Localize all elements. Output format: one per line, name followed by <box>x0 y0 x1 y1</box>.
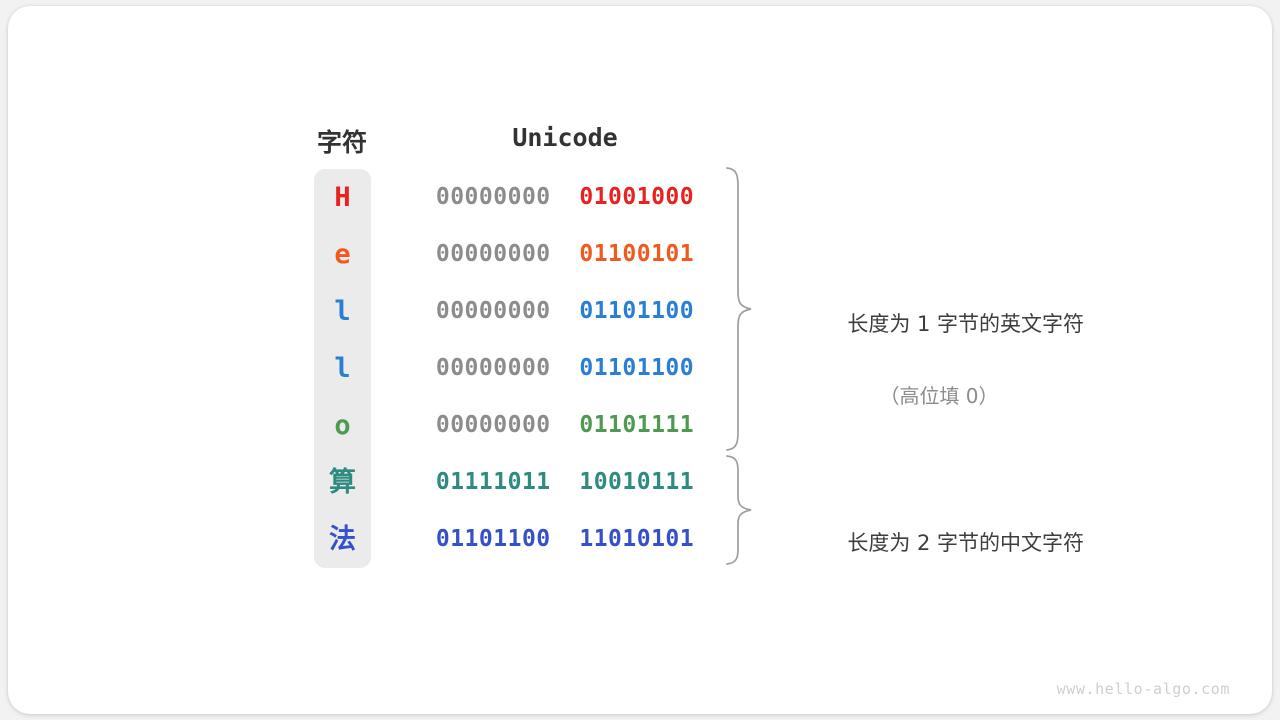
char-cell: 法 <box>329 524 356 555</box>
unicode-bits-cell: 00000000 01100101 <box>415 226 715 283</box>
unicode-column-header: Unicode <box>512 123 618 152</box>
annotation-two-bytes-main: 长度为 2 字节的中文字符 <box>847 531 1085 555</box>
low-byte: 01101111 <box>579 412 695 438</box>
low-byte: 01101100 <box>579 355 695 381</box>
watermark: www.hello-algo.com <box>1056 680 1230 698</box>
char-column-header: 字符 <box>316 128 367 157</box>
high-byte: 00000000 <box>435 412 551 438</box>
low-byte: 01001000 <box>579 184 695 210</box>
annotation-one-byte-sub: （高位填 0） <box>879 384 999 408</box>
char-cell: 算 <box>329 467 356 498</box>
low-byte: 01100101 <box>579 241 695 267</box>
unicode-bits-cell: 00000000 01101100 <box>415 283 715 340</box>
char-cell: l <box>334 296 351 327</box>
low-byte: 10010111 <box>579 469 695 495</box>
high-byte: 01111011 <box>435 469 551 495</box>
low-byte: 01101100 <box>579 298 695 324</box>
unicode-bits-cell: 00000000 01101100 <box>415 340 715 397</box>
unicode-bits-cell: 00000000 01101111 <box>415 397 715 454</box>
high-byte: 01101100 <box>435 526 551 552</box>
char-cell: o <box>334 410 351 441</box>
char-cell: l <box>334 353 351 384</box>
high-byte: 00000000 <box>435 184 551 210</box>
annotation-one-byte: 长度为 1 字节的英文字符 （高位填 0） <box>786 270 1092 486</box>
unicode-bits-cell: 00000000 01001000 <box>415 169 715 226</box>
figure-card: 字符 Unicode H 00000000 01001000 e 00000000 0… <box>8 6 1272 714</box>
brace-one-byte <box>726 167 752 451</box>
char-cell: H <box>334 182 351 213</box>
annotation-one-byte-main: 长度为 1 字节的英文字符 <box>847 312 1085 336</box>
char-cell: e <box>334 239 351 270</box>
high-byte: 00000000 <box>435 355 551 381</box>
brace-two-bytes <box>726 455 752 565</box>
low-byte: 11010101 <box>579 526 695 552</box>
char-column-strip <box>314 169 371 568</box>
unicode-encoding-diagram: 字符 Unicode H 00000000 01001000 e 00000000 0… <box>8 6 1280 726</box>
high-byte: 00000000 <box>435 298 551 324</box>
annotation-two-bytes: 长度为 2 字节的中文字符 <box>786 489 1092 597</box>
high-byte: 00000000 <box>435 241 551 267</box>
unicode-bits-cell: 01111011 10010111 <box>415 454 715 511</box>
unicode-bits-cell: 01101100 11010101 <box>415 511 715 568</box>
